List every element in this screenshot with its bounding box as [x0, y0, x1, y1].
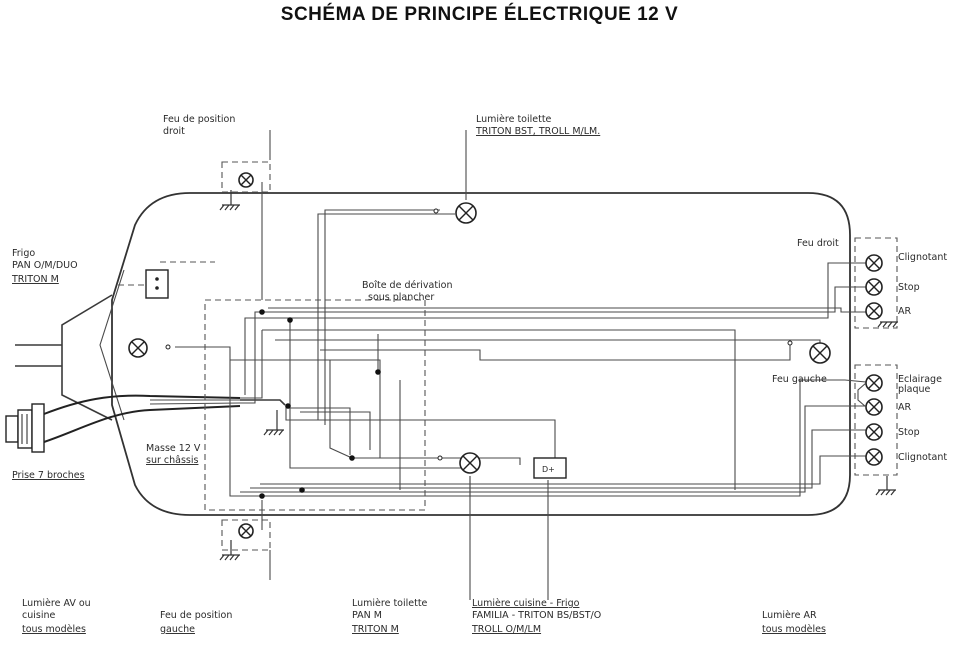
label-stop-right: Stop [898, 282, 920, 293]
label-clignotant-right: Clignotant [898, 252, 947, 263]
indicator-right-lamp-icon [865, 254, 883, 272]
label-ar-right: AR [898, 306, 911, 317]
drawbar [61, 294, 113, 421]
toilet-light-top-lamp-icon [455, 202, 477, 224]
ground-icon [219, 190, 240, 211]
label-frigo-left: Frigo PAN O/M/DUO TRITON M [11, 248, 81, 285]
label-eclairage-plaque: Eclairage plaque [898, 374, 945, 395]
junction-node [375, 369, 381, 375]
stop-left-lamp-icon [865, 423, 883, 441]
label-masse: Masse 12 V sur châssis [146, 443, 203, 466]
fridge-left-icon [145, 269, 169, 299]
label-lumiere-toilette-bottom: Lumière toilette PAN M TRITON M [351, 598, 430, 635]
label-lumiere-toilette-top: Lumière toilette TRITON BST, TROLL M/LM. [475, 114, 600, 137]
label-feu-droit: Feu droit [797, 238, 839, 249]
junction-box-outline [204, 299, 426, 511]
label-clignotant-left: Clignotant [898, 452, 947, 463]
left-light-cluster-box [854, 364, 898, 476]
label-prise: Prise 7 broches [12, 470, 85, 481]
position-light-left-lamp-icon [238, 523, 254, 539]
plate-light-lamp-icon [865, 374, 883, 392]
junction-node [259, 493, 265, 499]
drawbar-inner [99, 269, 125, 421]
position-light-right-lamp-icon [238, 172, 254, 188]
rear-left-lamp-icon [865, 398, 883, 416]
label-lumiere-ar: Lumière AR tous modèles [762, 610, 826, 635]
position-light-box-right [221, 161, 271, 193]
label-lumiere-av: Lumière AV ou cuisine tous modèles [22, 598, 94, 635]
svg-text:D+: D+ [542, 465, 555, 474]
junction-node [287, 317, 293, 323]
ground-icon [875, 476, 896, 496]
plug-cable [43, 394, 241, 415]
plug-cable [43, 405, 241, 443]
junction-node [299, 487, 305, 493]
label-ar-left: AR [898, 402, 911, 413]
label-feu-position-droit: Feu de position droit [163, 114, 238, 137]
label-feu-gauche: Feu gauche [772, 374, 827, 385]
rear-right-lamp-icon [865, 302, 883, 320]
caravan-body-outline [111, 192, 851, 516]
junction-node [259, 309, 265, 315]
toilet-light-bottom-lamp-icon [459, 452, 481, 474]
ground-icon [219, 540, 240, 561]
position-light-box-left [221, 519, 271, 551]
seven-pin-plug [5, 403, 45, 453]
label-lumiere-cuisine: Lumière cuisine - Frigo FAMILIA - TRITON… [471, 598, 604, 635]
ground-icon [263, 410, 284, 436]
label-stop-left: Stop [898, 427, 920, 438]
label-feu-position-gauche: Feu de position gauche [160, 610, 235, 635]
ground-icon [877, 321, 898, 328]
indicator-left-lamp-icon [865, 448, 883, 466]
junction-node [349, 455, 355, 461]
label-boite-derivation: Boîte de dérivation sous plancher [362, 280, 456, 303]
page-title: SCHÉMA DE PRINCIPE ÉLECTRIQUE 12 V [280, 4, 679, 25]
rear-light-lamp-icon [809, 342, 831, 364]
junction-node [285, 403, 291, 409]
fridge-kitchen-icon: D+ [533, 457, 567, 479]
right-light-cluster-box [854, 237, 898, 329]
front-light-lamp-icon [128, 338, 148, 358]
stop-right-lamp-icon [865, 278, 883, 296]
